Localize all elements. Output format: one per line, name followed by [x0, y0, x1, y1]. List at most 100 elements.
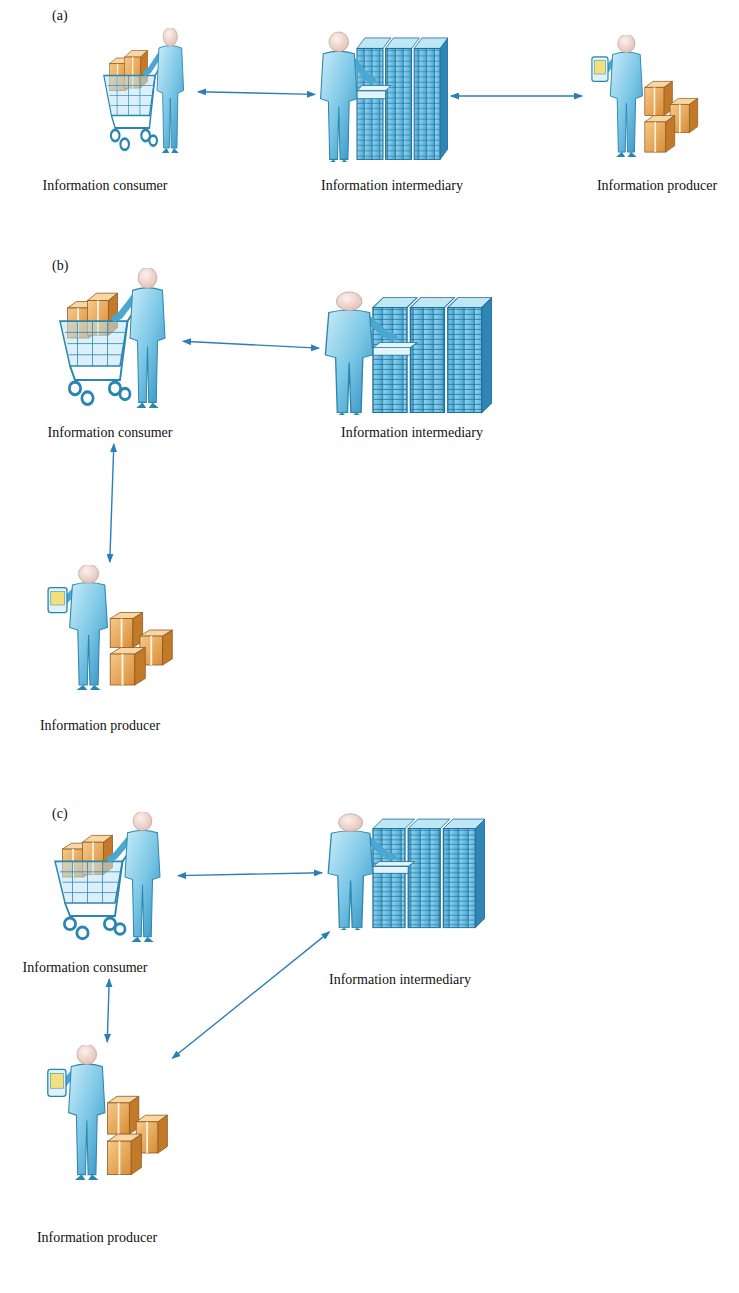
feet	[327, 159, 350, 162]
person-figure	[48, 1045, 105, 1180]
cart-wheels	[69, 382, 130, 404]
head	[329, 32, 349, 52]
person-figure	[325, 292, 393, 415]
head	[138, 268, 157, 288]
feet	[616, 152, 637, 157]
feet	[136, 402, 159, 408]
connector-arrow	[198, 92, 315, 95]
person-figure	[321, 32, 373, 162]
tablet	[48, 1069, 66, 1096]
parcel-box	[108, 1096, 139, 1134]
server-drawer	[357, 85, 391, 98]
panel-label: (a)	[52, 8, 68, 24]
head	[336, 292, 362, 311]
head	[618, 35, 635, 53]
figure-node: Information producer	[40, 565, 175, 690]
person-figure	[592, 35, 643, 157]
cart-mesh	[108, 76, 154, 116]
cart-frame	[111, 66, 160, 129]
body	[69, 1064, 105, 1175]
feet	[334, 413, 365, 416]
node-label: Information producer	[595, 178, 719, 194]
connector-arrow	[110, 444, 114, 562]
cart-mesh	[65, 321, 125, 366]
connector-arrow	[107, 979, 109, 1042]
cart-basket	[60, 321, 128, 366]
node-label: Information intermediary	[339, 425, 485, 441]
figure-node: Information intermediary	[322, 290, 492, 415]
person-figure	[115, 268, 165, 408]
cart-wheels	[111, 130, 157, 150]
role-icon	[322, 290, 492, 415]
server-rack	[414, 38, 448, 159]
server-rack	[443, 819, 485, 928]
head	[77, 1045, 97, 1065]
body	[321, 51, 357, 159]
panel-label: (c)	[52, 806, 68, 822]
node-label: Information intermediary	[327, 972, 473, 988]
cart-mesh	[60, 861, 120, 903]
node-label: Information consumer	[46, 425, 175, 441]
cart-basket	[104, 76, 155, 116]
figure-node: Information intermediary	[318, 30, 448, 162]
figure-node: Information consumer	[50, 812, 175, 942]
node-label: Information producer	[35, 1230, 159, 1246]
feet	[75, 1175, 98, 1180]
server-rack	[448, 298, 492, 413]
server-drawer	[373, 343, 417, 356]
role-icon	[585, 35, 700, 157]
cart-basket	[55, 861, 123, 903]
parcel-box	[108, 1134, 142, 1175]
body	[130, 288, 165, 403]
figure-node: Information producer	[585, 35, 700, 157]
body	[610, 52, 642, 152]
node-label: Information producer	[38, 718, 162, 734]
server-drawer	[373, 862, 415, 874]
feet	[76, 685, 100, 690]
figure-node: Information consumer	[100, 28, 195, 153]
cart-frame	[65, 851, 130, 916]
head	[339, 814, 363, 832]
cart-wheels	[64, 918, 125, 939]
role-icon	[40, 565, 175, 690]
role-icon	[50, 812, 175, 942]
parcel-box	[110, 613, 142, 648]
head	[133, 812, 152, 831]
feet	[131, 937, 154, 942]
figure-node: Information producer	[40, 1045, 170, 1180]
body	[328, 831, 373, 928]
head	[163, 28, 177, 46]
role-icon	[318, 30, 448, 162]
figure-node: Information intermediary	[325, 812, 485, 930]
connector-arrow	[183, 341, 319, 348]
body	[325, 310, 373, 413]
feet	[336, 928, 365, 930]
person-figure	[48, 565, 107, 690]
role-icon	[40, 1045, 170, 1180]
role-icon	[100, 28, 195, 153]
panel-label: (b)	[52, 258, 68, 274]
node-label: Information consumer	[41, 178, 170, 194]
parcel-box	[645, 116, 675, 153]
feet	[162, 148, 179, 153]
person-figure	[110, 812, 160, 942]
parcel-box	[645, 81, 673, 115]
connector-arrow	[451, 95, 582, 96]
body	[157, 46, 184, 149]
person-figure	[146, 28, 184, 153]
body	[70, 583, 108, 686]
tablet	[592, 57, 608, 81]
node-label: Information intermediary	[319, 178, 465, 194]
node-label: Information consumer	[21, 960, 150, 976]
role-icon	[325, 812, 485, 930]
role-icon	[55, 268, 180, 408]
body	[125, 830, 160, 937]
connector-arrow	[178, 873, 322, 876]
cart-frame	[70, 310, 135, 380]
parcel-box	[110, 648, 145, 686]
person-figure	[328, 814, 392, 930]
head	[78, 565, 98, 583]
connector-arrow	[172, 932, 329, 1058]
figure-node: Information consumer	[55, 268, 180, 408]
tablet	[48, 588, 67, 613]
